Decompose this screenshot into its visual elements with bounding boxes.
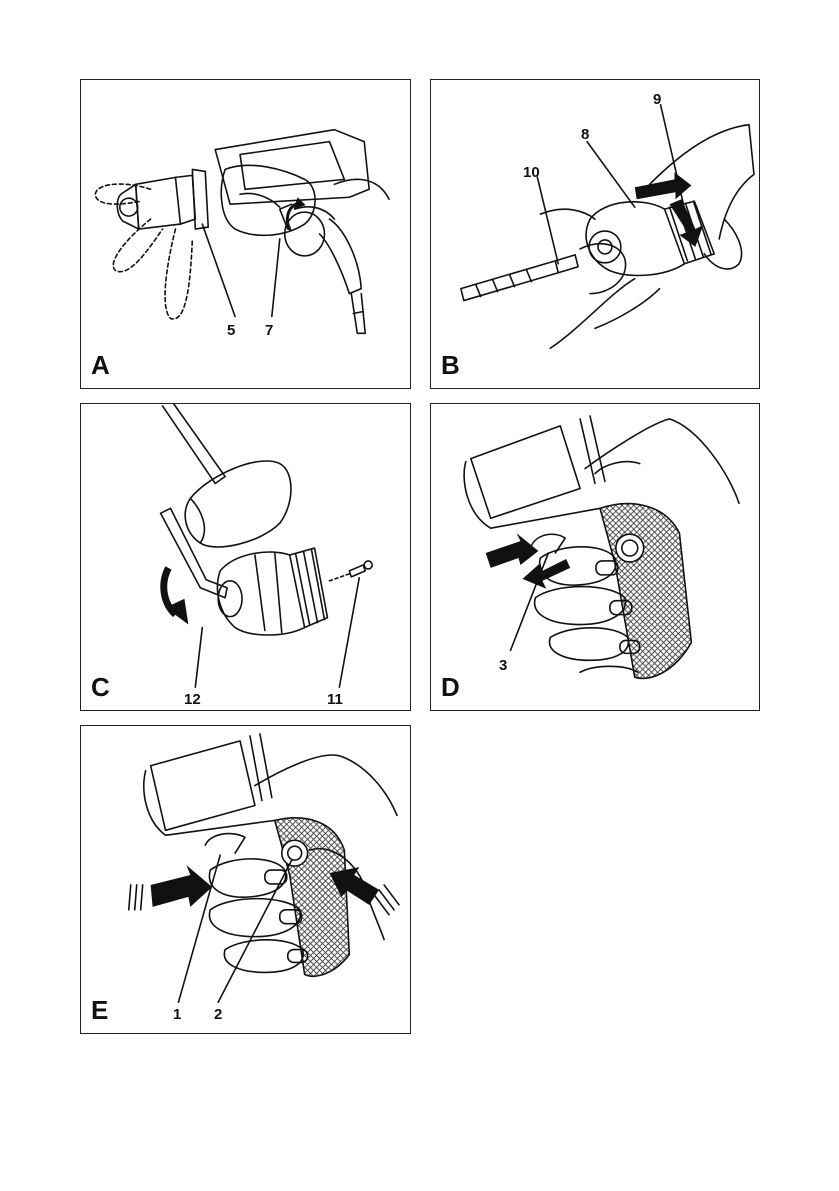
callout-5: 5 [227, 323, 235, 338]
callout-11: 11 [327, 692, 343, 707]
figure-c: 12 11 C [80, 403, 411, 711]
figure-d: 3 D [430, 403, 760, 711]
reverse-switch-illustration [431, 404, 759, 710]
figure-e: 1 2 E [80, 725, 411, 1034]
lock-on-button-illustration [81, 726, 410, 1033]
drill-bit-insertion-illustration [431, 80, 759, 388]
chuck-removal-illustration [81, 404, 410, 710]
callout-1: 1 [173, 1007, 181, 1022]
figure-letter-c: C [91, 674, 110, 700]
drill-side-handle-illustration [81, 80, 410, 388]
figure-a: 5 7 A [80, 79, 411, 389]
callout-12: 12 [184, 692, 201, 707]
figure-letter-a: A [91, 352, 110, 378]
figure-b: 9 8 10 B [430, 79, 760, 389]
figure-letter-d: D [441, 674, 460, 700]
callout-8: 8 [581, 127, 589, 142]
figure-letter-e: E [91, 997, 108, 1023]
callout-7: 7 [265, 323, 273, 338]
callout-10: 10 [523, 165, 540, 180]
callout-9: 9 [653, 92, 661, 107]
figure-letter-b: B [441, 352, 460, 378]
callout-2: 2 [214, 1007, 222, 1022]
callout-3: 3 [499, 658, 507, 673]
